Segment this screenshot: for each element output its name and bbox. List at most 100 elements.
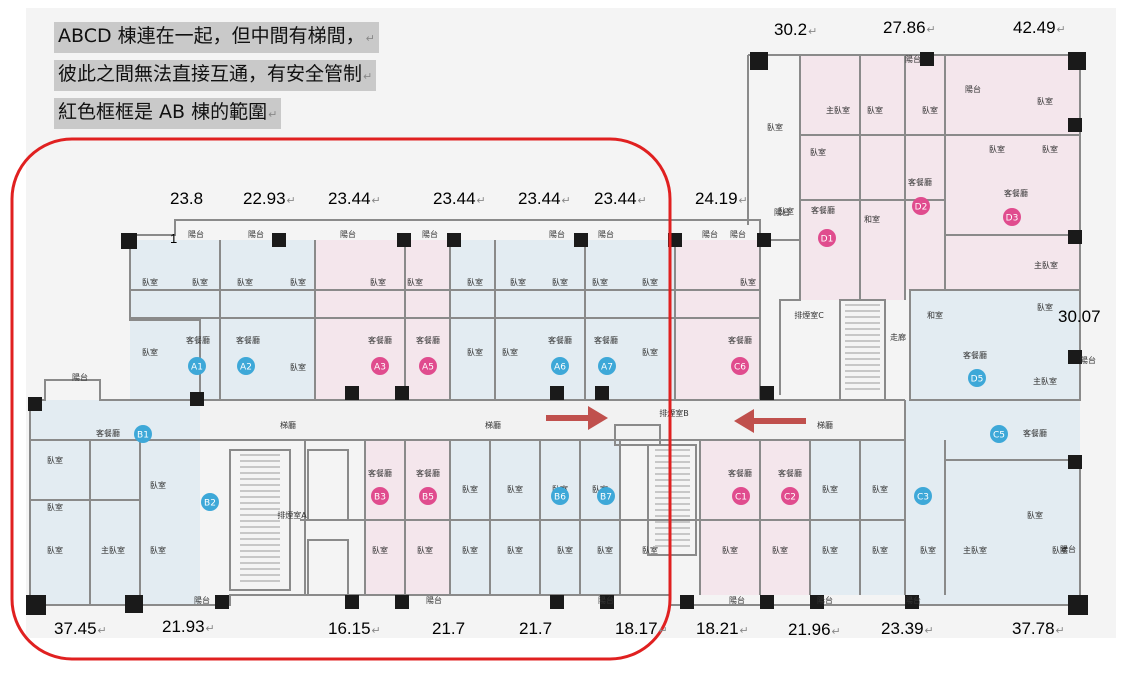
note-line-1: ABCD 棟連在一起，但中間有梯間，↵ (54, 22, 379, 53)
unit-fill (315, 240, 405, 400)
area-label: 42.49↵ (1013, 18, 1066, 37)
badge-text: A6 (554, 363, 566, 373)
column (760, 386, 774, 400)
room-label: 臥室 (407, 277, 423, 287)
column (395, 595, 409, 609)
unit-badge-c1: C1 (732, 487, 750, 505)
balcony-label: 陽台 (905, 595, 921, 605)
badge-circle (598, 357, 616, 375)
room-label: 客餐廳 (1023, 428, 1047, 438)
corridor-label: 梯廳 (280, 420, 296, 430)
badge-circle (914, 487, 932, 505)
badge-circle (818, 229, 836, 247)
room-label: 臥室 (597, 545, 613, 555)
badge-text: C1 (735, 493, 747, 503)
balcony-label: 陽台 (1060, 544, 1076, 554)
room-label: 臥室 (922, 105, 938, 115)
room-label: 臥室 (417, 545, 433, 555)
balcony-label: 陽台 (194, 595, 210, 605)
room-label: 臥室 (1037, 302, 1053, 312)
room-label: 臥室 (507, 484, 523, 494)
balcony-label: 陽台 (188, 229, 204, 239)
unit-fill (675, 240, 760, 400)
room-label: 臥室 (772, 545, 788, 555)
balcony-label: 陽台 (72, 372, 88, 382)
column (121, 233, 137, 249)
badge-text: D3 (1006, 214, 1019, 224)
unit-fill (450, 240, 495, 400)
badge-circle (968, 369, 986, 387)
column (272, 233, 286, 247)
room-label: 臥室 (290, 277, 306, 287)
ab-building-boundary (10, 137, 672, 661)
room-label: 客餐廳 (778, 468, 802, 478)
balcony-label: 陽台 (426, 595, 442, 605)
badge-circle (990, 425, 1008, 443)
room-label: 客餐廳 (416, 468, 440, 478)
corridor-label: 排煙室A (277, 510, 307, 520)
column (447, 233, 461, 247)
column (1068, 595, 1088, 615)
stair-treads (240, 304, 880, 582)
room-label: 臥室 (592, 277, 608, 287)
unit-fill (905, 55, 1080, 290)
column (1068, 455, 1082, 469)
balcony-label: 陽台 (598, 595, 614, 605)
area-label: 37.78↵ (1012, 619, 1065, 638)
room-labels: 臥室臥室臥室臥室臥室臥室臥室臥室臥室臥室臥室臥室客餐廳客餐廳客餐廳客餐廳客餐廳客… (47, 54, 1096, 605)
unit-fill (405, 240, 450, 400)
corridor-labels: 梯廳梯廳梯廳排煙室A排煙室B排煙室C走廊 (277, 310, 906, 520)
structural-columns (26, 52, 1088, 615)
room-label: 主臥室 (1033, 376, 1057, 386)
room-label: 主臥室 (826, 105, 850, 115)
badge-circle (134, 425, 152, 443)
room-label: 臥室 (47, 455, 63, 465)
room-label: 客餐廳 (1004, 188, 1028, 198)
balcony-label: 陽台 (905, 54, 921, 64)
room-label: 臥室 (642, 545, 658, 555)
badge-text: B2 (204, 499, 216, 509)
unit-fill (140, 440, 200, 605)
badge-circle (781, 487, 799, 505)
column (905, 595, 919, 609)
unit-badge-d1: D1 (818, 229, 836, 247)
room-label: 臥室 (507, 545, 523, 555)
room-label: 客餐廳 (963, 350, 987, 360)
badge-text: A7 (601, 363, 613, 373)
room-label: 臥室 (872, 545, 888, 555)
unit-fill (450, 440, 540, 595)
unit-badge-d5: D5 (968, 369, 986, 387)
room-label: 客餐廳 (186, 335, 210, 345)
balcony-label: 陽台 (730, 229, 746, 239)
area-label: 24.19↵ (695, 189, 748, 208)
unit-badge-b3: B3 (371, 487, 389, 505)
badge-text: B6 (554, 493, 566, 503)
room-label: 臥室 (989, 144, 1005, 154)
area-label: 23.44↵ (433, 189, 486, 208)
badge-circle (1003, 208, 1021, 226)
room-label: 臥室 (510, 277, 526, 287)
room-label: 客餐廳 (96, 428, 120, 438)
room-label: 臥室 (552, 277, 568, 287)
area-label: 18.17↵ (615, 619, 668, 638)
column (215, 595, 229, 609)
unit-badge-a6: A6 (551, 357, 569, 375)
column (920, 52, 934, 66)
room-label: 臥室 (370, 277, 386, 287)
room-label: 臥室 (867, 105, 883, 115)
column (1068, 118, 1082, 132)
area-label: 18.21↵ (696, 619, 749, 638)
column (26, 595, 46, 615)
room-label: 臥室 (290, 362, 306, 372)
balcony-label: 陽台 (422, 229, 438, 239)
room-label: 臥室 (47, 502, 63, 512)
column (28, 397, 42, 411)
badge-text: A5 (422, 363, 434, 373)
room-label: 臥室 (462, 545, 478, 555)
unit-badge-b7: B7 (597, 487, 615, 505)
unit-fills (30, 55, 1080, 605)
badge-circle (201, 493, 219, 511)
